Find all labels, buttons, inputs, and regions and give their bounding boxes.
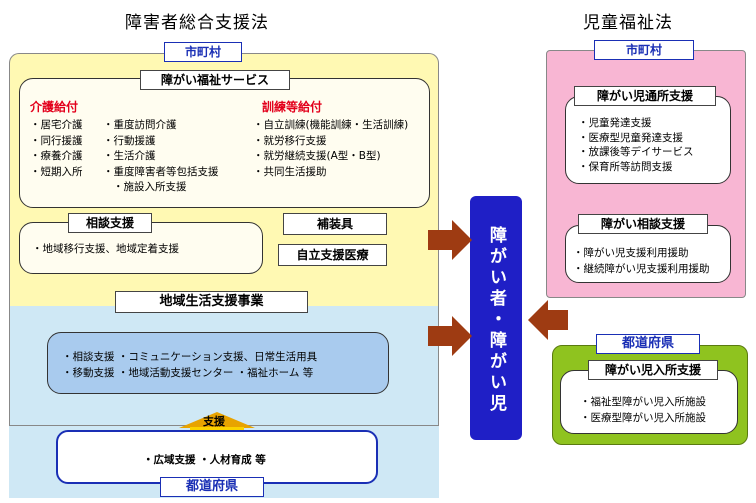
- list-item: ・重度訪問介護: [103, 119, 177, 131]
- list-item: ・共同生活援助: [253, 165, 327, 178]
- welfare-services-box: [19, 78, 430, 208]
- list-item: ・児童発達支援: [578, 117, 652, 129]
- welfare-services-title: 障がい福祉サービス: [140, 70, 290, 90]
- list-item: ・保育所等訪問支援: [578, 160, 673, 173]
- persons-with-disabilities-label: 障がい者・障がい児: [486, 225, 506, 415]
- consult-support-title: 相談支援: [68, 213, 152, 233]
- prefecture-support-box: [56, 430, 378, 484]
- child-day-support-title: 障がい児通所支援: [574, 86, 716, 106]
- list-item: ・生活介護: [103, 150, 156, 162]
- list-item: ・短期入所: [30, 165, 83, 178]
- community-life-support-title: 地域生活支援事業: [115, 291, 308, 313]
- list-item: ・障がい児支援利用援助: [573, 247, 689, 259]
- child-consult-title: 障がい相談支援: [578, 214, 708, 234]
- community-services-box: [47, 332, 389, 394]
- law-title-right: 児童福祉法: [583, 13, 673, 33]
- list-item: ・施設入所支援: [113, 181, 187, 193]
- list-item: ・就労移行支援: [253, 134, 327, 147]
- consult-support-item: ・地域移行支援、地域定着支援: [32, 243, 179, 255]
- child-day-list: ・児童発達支援 ・医療型児童発達支援 ・放課後等デイサービス ・保育所等訪問支援: [578, 116, 694, 174]
- assistive-devices-box: 補装具: [283, 213, 387, 235]
- prefecture-support-items: ・広域支援 ・人材育成 等: [143, 454, 266, 466]
- list-item: ・居宅介護: [30, 119, 83, 131]
- support-label: 支援: [203, 415, 225, 428]
- child-residential-list: ・福祉型障がい児入所施設 ・医療型障がい児入所施設: [580, 395, 706, 426]
- list-item: ・医療型児童発達支援: [578, 131, 683, 144]
- persons-with-disabilities-box: [470, 196, 522, 440]
- arrow-right-icon: [428, 316, 472, 356]
- child-residential-title: 障がい児入所支援: [588, 360, 718, 380]
- prefecture-label-bottom: 都道府県: [160, 477, 264, 497]
- list-item: ・相談支援 ・コミュニケーション支援、日常生活用具: [62, 351, 318, 363]
- list-item: ・就労継続支援(A型・B型): [253, 150, 381, 162]
- care-benefits-heading: 介護給付: [30, 100, 79, 114]
- community-list: ・相談支援 ・コミュニケーション支援、日常生活用具 ・移動支援 ・地域活動支援セ…: [62, 350, 317, 381]
- training-benefits-heading: 訓練等給付: [262, 100, 323, 114]
- list-item: ・療養介護: [30, 150, 83, 162]
- child-residential-box: [560, 370, 738, 434]
- training-list: ・自立訓練(機能訓練・生活訓練) ・就労移行支援 ・就労継続支援(A型・B型) …: [253, 118, 408, 180]
- medical-support-box: 自立支援医療: [278, 244, 387, 266]
- municipality-label-left: 市町村: [164, 42, 242, 62]
- list-item: ・重度障害者等包括支援: [103, 165, 219, 178]
- list-item: ・同行援護: [30, 134, 83, 147]
- care-list-1: ・居宅介護 ・同行援護 ・療養介護 ・短期入所: [30, 118, 83, 180]
- law-title-left: 障害者総合支援法: [125, 13, 269, 33]
- list-item: ・放課後等デイサービス: [578, 146, 694, 158]
- child-consult-list: ・障がい児支援利用援助 ・継続障がい児支援利用援助: [573, 246, 710, 277]
- list-item: ・医療型障がい児入所施設: [580, 411, 706, 424]
- prefecture-label-right: 都道府県: [596, 334, 700, 354]
- care-list-2: ・重度訪問介護 ・行動援護 ・生活介護 ・重度障害者等包括支援 ・施設入所支援: [103, 118, 219, 196]
- support-arrow: [179, 412, 255, 428]
- municipality-label-right: 市町村: [594, 40, 694, 60]
- arrow-left-icon: [528, 300, 568, 340]
- list-item: ・継続障がい児支援利用援助: [573, 262, 710, 275]
- list-item: ・福祉型障がい児入所施設: [580, 396, 706, 408]
- list-item: ・自立訓練(機能訓練・生活訓練): [253, 119, 409, 131]
- list-item: ・移動支援 ・地域活動支援センター ・福祉ホーム 等: [62, 366, 314, 379]
- list-item: ・行動援護: [103, 134, 156, 147]
- arrow-right-icon: [428, 220, 472, 260]
